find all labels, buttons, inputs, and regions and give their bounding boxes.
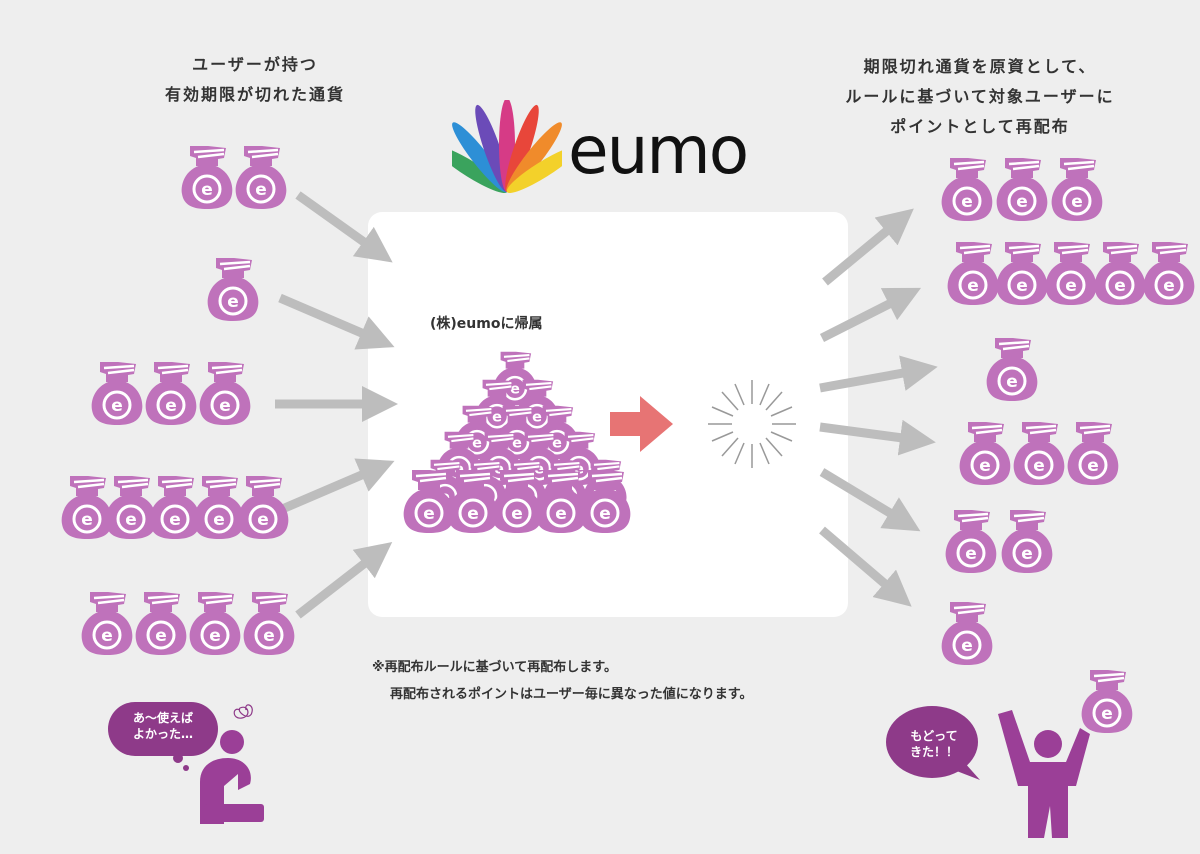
money-bag-icon xyxy=(940,600,994,666)
left-bubble-line-2: よかった… xyxy=(132,727,193,741)
right-caption: 期限切れ通貨を原資として、 ルールに基づいて対象ユーザーに ポイントとして再配布 xyxy=(805,52,1155,142)
note-line-1: ※再配布ルールに基づいて再配布します。 xyxy=(372,660,617,675)
money-bag-icon xyxy=(144,360,198,426)
money-bag-icon xyxy=(1050,156,1104,222)
money-bag-icon xyxy=(995,156,1049,222)
thinking-person-illustration xyxy=(108,702,264,824)
money-bag-icon xyxy=(188,590,242,656)
money-bag-icon xyxy=(236,474,290,540)
scribble-icon xyxy=(233,704,253,719)
speech-bubble-icon xyxy=(886,706,980,780)
arrow-icon xyxy=(295,191,393,263)
arrow-icon xyxy=(819,355,938,393)
money-bag-icon xyxy=(958,420,1012,486)
left-caption-line-2: 有効期限が切れた通貨 xyxy=(164,85,345,104)
left-bubble-line-1: あ～使えば xyxy=(132,711,193,725)
speech-bubble-icon xyxy=(108,702,218,771)
right-bubble-text: もどって きた！！ xyxy=(896,728,972,760)
arrow-icon xyxy=(819,468,921,532)
money-bag-icon xyxy=(1044,240,1098,306)
arrow-icon xyxy=(822,208,914,286)
logo-wordmark: eumo xyxy=(568,112,749,189)
arrow-icon xyxy=(819,419,936,456)
money-bag-icon xyxy=(242,590,296,656)
money-bag-icon xyxy=(578,468,632,534)
left-bubble-text: あ～使えば よかった… xyxy=(108,710,218,742)
arrow-icon xyxy=(819,287,922,343)
money-bag-icon xyxy=(80,590,134,656)
money-bag-icon xyxy=(1142,240,1196,306)
right-caption-line-3: ポイントとして再配布 xyxy=(890,117,1070,136)
money-bag-icon xyxy=(90,360,144,426)
money-bag-icon xyxy=(1012,420,1066,486)
money-bag-icon xyxy=(134,590,188,656)
money-bag-icon xyxy=(1066,420,1120,486)
sparkle-icon xyxy=(708,380,796,468)
right-caption-line-1: 期限切れ通貨を原資として、 xyxy=(863,57,1097,76)
logo-shell-icon xyxy=(452,100,562,194)
arrow-icon xyxy=(819,526,912,607)
red-arrow-icon xyxy=(610,396,673,452)
money-bag-icon xyxy=(985,336,1039,402)
right-caption-line-2: ルールに基づいて対象ユーザーに xyxy=(845,87,1115,106)
money-bag-icon xyxy=(198,360,252,426)
right-bubble-line-2: きた！！ xyxy=(909,745,958,759)
money-bag-icon xyxy=(946,240,1000,306)
money-bag-icon xyxy=(1000,508,1054,574)
money-bag-icon xyxy=(1093,240,1147,306)
money-bag-icon xyxy=(995,240,1049,306)
money-bag-icon xyxy=(180,144,234,210)
company-pool-panel xyxy=(368,212,848,617)
left-caption-line-1: ユーザーが持つ xyxy=(192,55,318,74)
right-bubble-line-1: もどって xyxy=(910,729,958,743)
money-bag-icon xyxy=(940,156,994,222)
arrow-icon xyxy=(295,541,393,619)
money-bag-icon xyxy=(234,144,288,210)
cheering-person-illustration xyxy=(886,706,1090,838)
arrow-icon xyxy=(278,458,395,515)
cheering-person-icon xyxy=(998,710,1090,838)
thinking-person-icon xyxy=(200,730,264,824)
note-line-2: 再配布されるポイントはユーザー毎に異なった値になります。 xyxy=(390,687,753,702)
arrow-icon xyxy=(278,293,395,350)
money-bag-icon xyxy=(206,256,260,322)
money-bag-icon xyxy=(944,508,998,574)
left-caption: ユーザーが持つ 有効期限が切れた通貨 xyxy=(120,50,390,110)
pool-label: (株)eumoに帰属 xyxy=(430,316,543,332)
